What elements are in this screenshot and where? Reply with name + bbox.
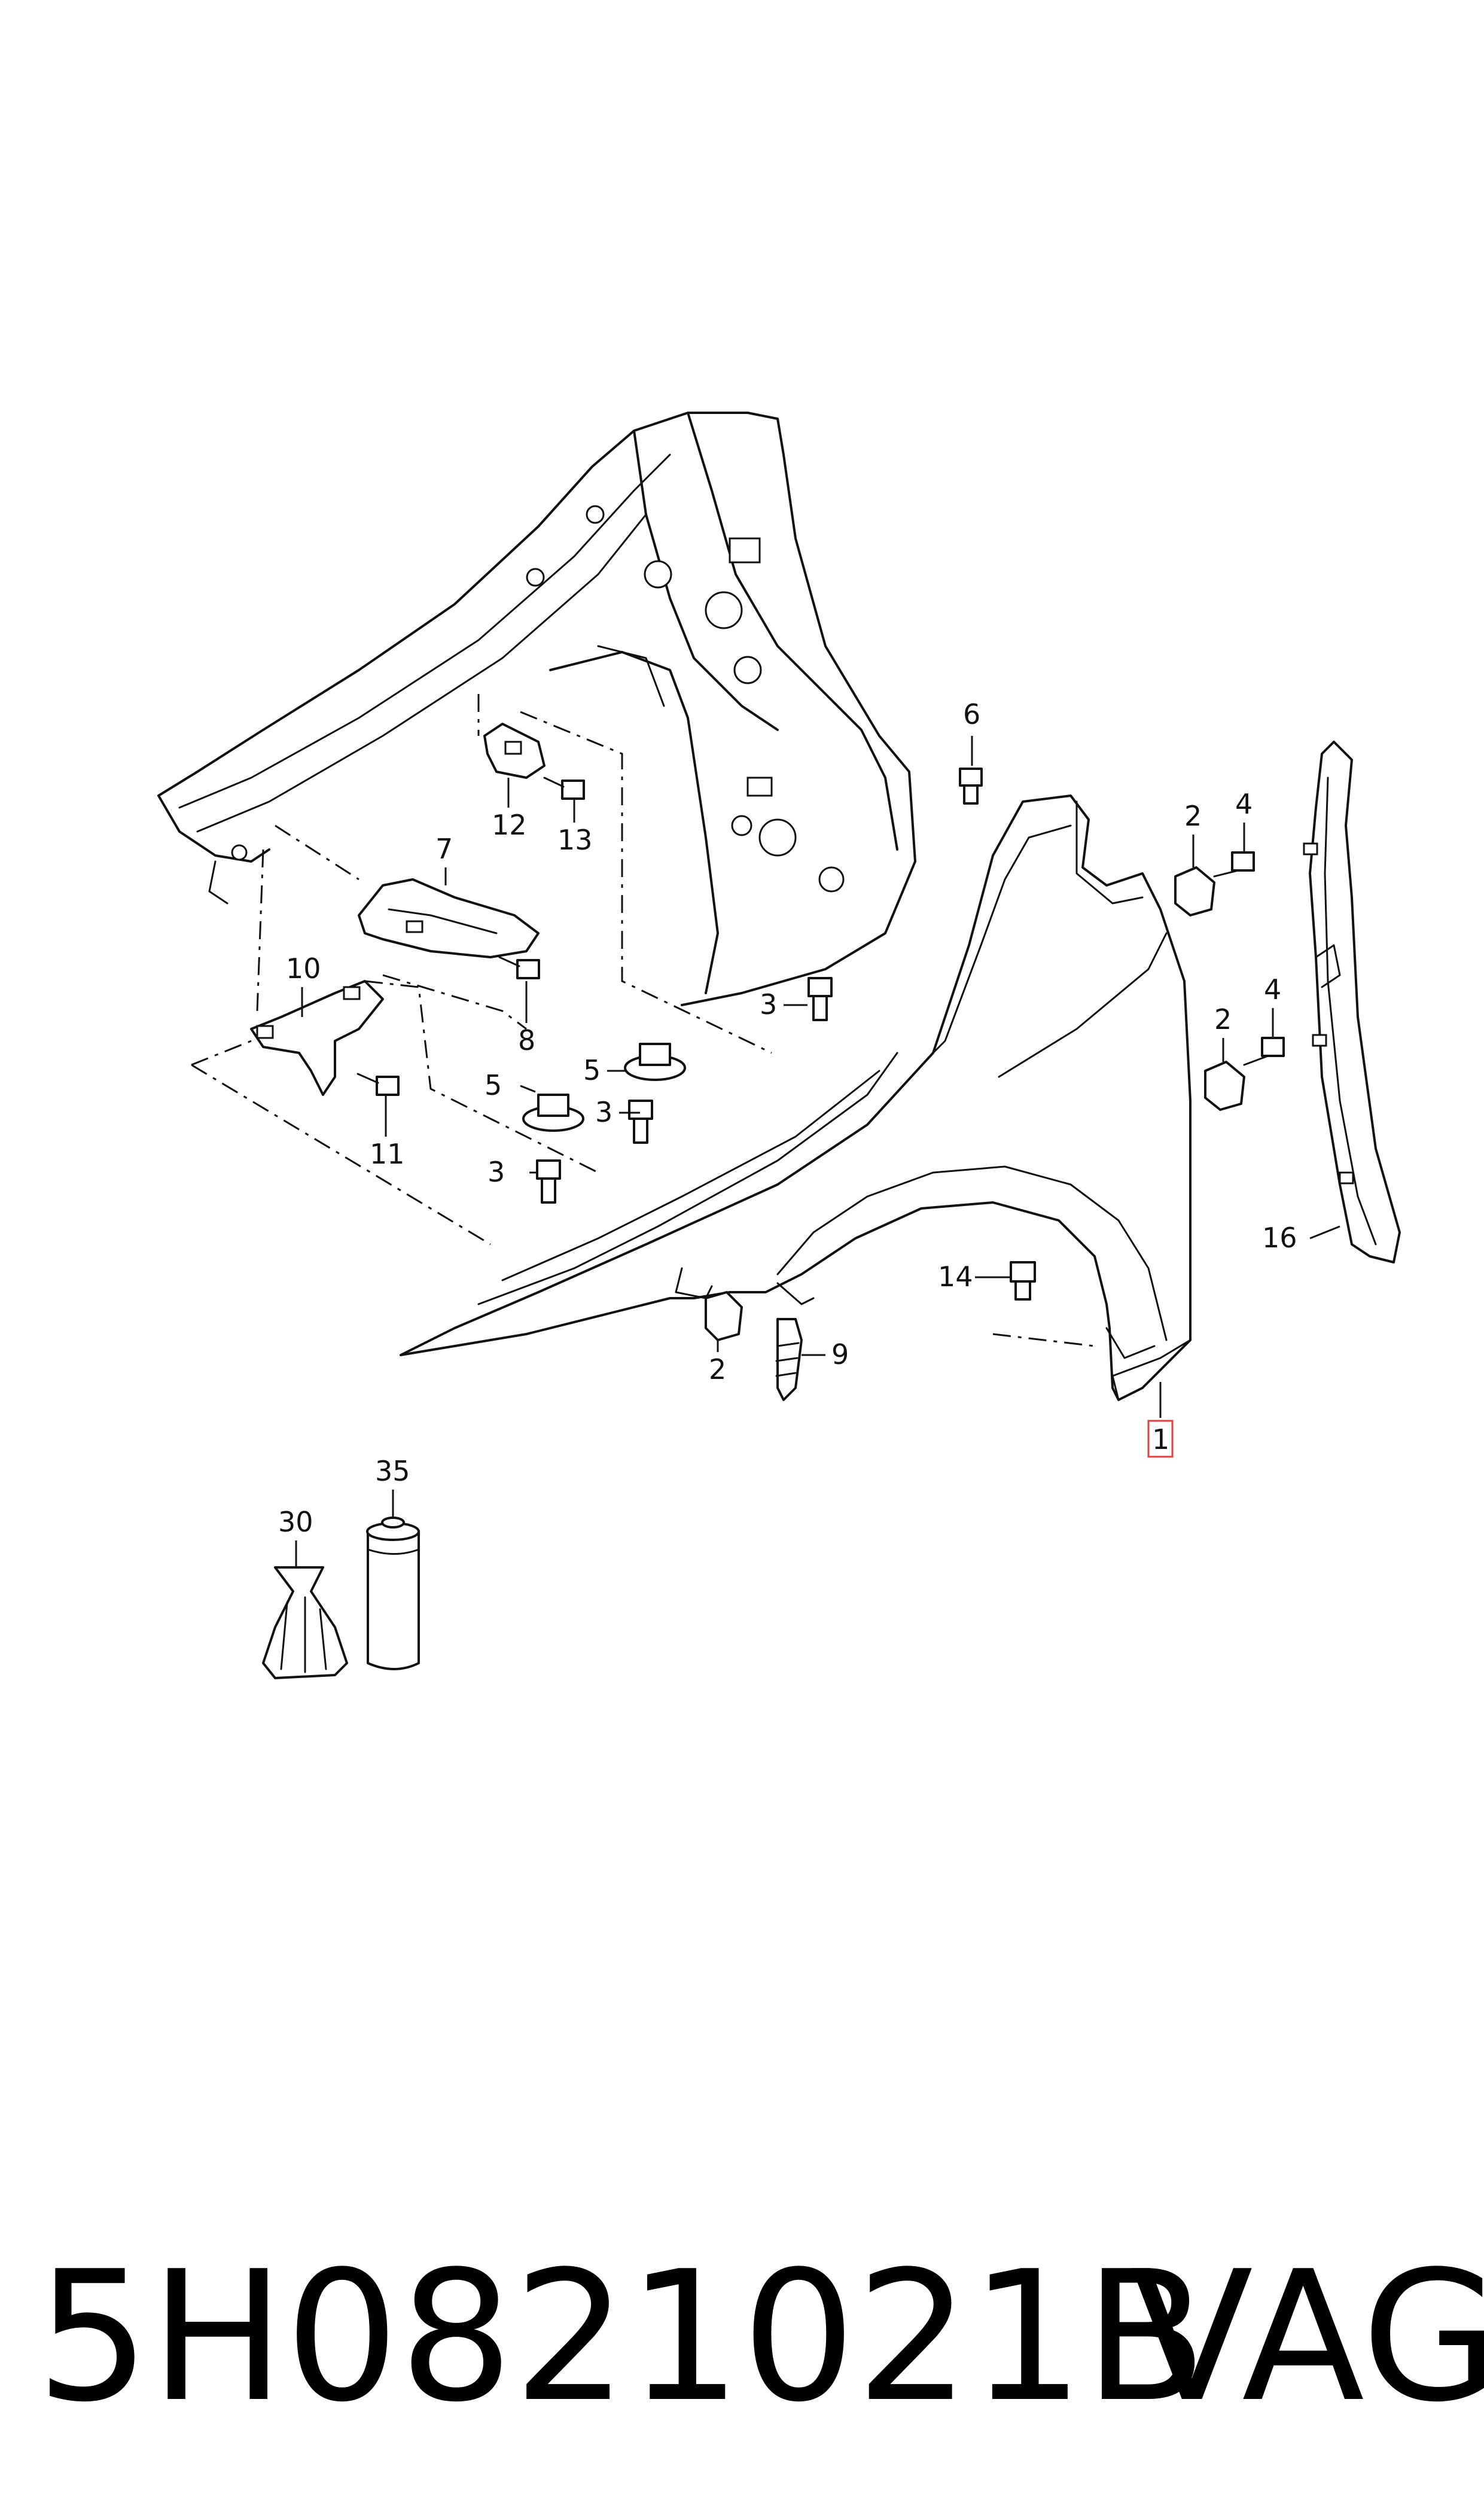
fasteners: [356, 768, 1285, 1401]
callout-1: 1: [1152, 1423, 1169, 1456]
callout-5a: 5: [583, 1054, 601, 1086]
callout-10: 10: [286, 952, 321, 985]
nut-part-5a: [624, 1043, 686, 1081]
bolt-part-6: [959, 768, 983, 805]
trim-part-16: [1303, 741, 1401, 1263]
assembly-lines: [191, 694, 1095, 1347]
leader-lines: [295, 736, 1340, 1567]
bracket-part-7: [358, 878, 540, 958]
callout-35: 35: [375, 1455, 410, 1487]
bolt-part-11: [356, 1073, 400, 1096]
callout-9: 9: [831, 1338, 849, 1371]
callout-3b: 3: [595, 1096, 613, 1128]
nut-part-2c: [705, 1291, 743, 1341]
callout-14: 14: [938, 1260, 973, 1293]
callout-5b: 5: [484, 1069, 502, 1101]
callout-3c: 3: [487, 1156, 505, 1188]
bracket-part-10: [250, 980, 384, 1096]
callout-11: 11: [370, 1138, 405, 1170]
part-number: 5H0821021B: [36, 2233, 1207, 2441]
nut-part-2b: [1204, 1061, 1245, 1111]
screw-part-9: [775, 1318, 803, 1401]
brand-name: VAG: [1130, 2233, 1484, 2441]
bolt-part-3c: [536, 1159, 561, 1204]
bracket-part-12: [483, 723, 546, 779]
bolt-part-8: [498, 956, 540, 979]
callout-7: 7: [435, 833, 453, 865]
callout-30: 30: [278, 1506, 313, 1538]
bolt-part-14: [1010, 1261, 1036, 1301]
callout-labels: 6 2 4 2 4 3 3 3 5 5 7 8 10 11 12 13 2 9 …: [278, 698, 1297, 1538]
callout-16: 16: [1262, 1222, 1297, 1254]
fender-part-1: [400, 794, 1192, 1401]
nut-part-2a: [1174, 866, 1215, 917]
callout-2a: 2: [1184, 800, 1202, 832]
callout-12: 12: [492, 809, 527, 841]
bolt-part-3a: [807, 977, 833, 1021]
callout-13: 13: [557, 824, 593, 856]
bolt-part-3b: [628, 1100, 653, 1144]
callout-2c: 2: [709, 1353, 726, 1386]
nut-part-5b: [522, 1094, 584, 1132]
callout-1-highlight: [1147, 1420, 1174, 1458]
callout-4a: 4: [1235, 788, 1253, 820]
bolt-part-4b: [1243, 1037, 1285, 1066]
callout-8: 8: [518, 1024, 535, 1056]
bag-part-30: [262, 1566, 348, 1679]
callout-4b: 4: [1264, 973, 1281, 1006]
callout-2b: 2: [1214, 1003, 1232, 1036]
bolt-part-4a: [1213, 851, 1255, 878]
callout-6: 6: [963, 698, 980, 730]
bolt-part-13: [543, 777, 585, 800]
body-frame: [157, 412, 916, 1006]
can-part-35: [366, 1517, 420, 1670]
callout-3a: 3: [760, 988, 777, 1021]
